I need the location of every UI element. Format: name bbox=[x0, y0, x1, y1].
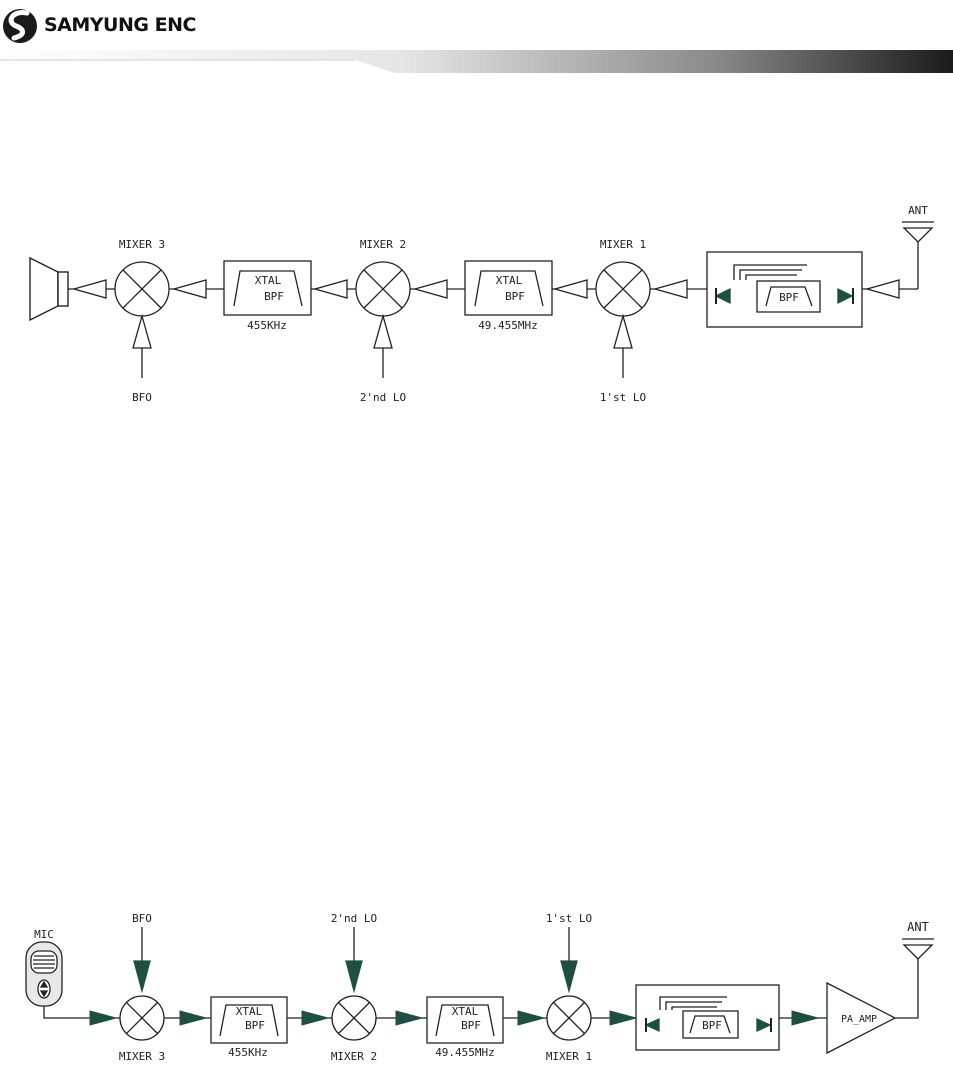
transmitter-diagram-svg: MIC ANT BFO 2'nd LO 1'st LO XTAL BPF XTA… bbox=[22, 905, 937, 1065]
rx-filter-top-label: XTAL bbox=[496, 274, 523, 287]
tx-filter-top-label: XTAL bbox=[236, 1005, 263, 1018]
transmitter-block-diagram: MIC ANT BFO 2'nd LO 1'st LO XTAL BPF XTA… bbox=[22, 905, 937, 1070]
rx-2nd-lo-label: 2'nd LO bbox=[360, 391, 406, 404]
tx-arrow bbox=[302, 1011, 328, 1025]
tx-arrow bbox=[180, 1011, 206, 1025]
tx-arrow bbox=[792, 1011, 818, 1025]
rx-mixer-2-label: MIXER 2 bbox=[360, 238, 406, 251]
rx-1st-lo-arrow bbox=[614, 316, 632, 348]
pa-amplifier-label: PA_AMP bbox=[841, 1014, 877, 1025]
rx-antenna-label: ANT bbox=[908, 204, 928, 217]
speaker-icon bbox=[30, 258, 68, 320]
tx-arrow bbox=[90, 1011, 116, 1025]
rx-freq-49455-label: 49.455MHz bbox=[478, 319, 538, 332]
header-graphic bbox=[0, 0, 953, 76]
rx-arrow bbox=[74, 280, 106, 298]
rx-1st-lo-label: 1'st LO bbox=[600, 391, 646, 404]
tx-2nd-lo-arrow bbox=[346, 961, 362, 991]
rx-xtal-filter-455 bbox=[224, 261, 311, 315]
tx-mixer-2 bbox=[332, 996, 376, 1040]
tx-freq-455-label: 455KHz bbox=[228, 1046, 268, 1059]
tx-front-end-module bbox=[636, 985, 779, 1050]
rx-mixer-3-label: MIXER 3 bbox=[119, 238, 165, 251]
tx-mixer-3-label: MIXER 3 bbox=[119, 1050, 165, 1063]
rx-arrow bbox=[867, 280, 899, 298]
rx-2nd-lo-arrow bbox=[374, 316, 392, 348]
tx-2nd-lo-label: 2'nd LO bbox=[331, 912, 377, 925]
rx-freq-455-label: 455KHz bbox=[247, 319, 287, 332]
tx-bfo-arrow bbox=[134, 961, 150, 991]
tx-mixer-1 bbox=[547, 996, 591, 1040]
tx-arrow bbox=[518, 1011, 544, 1025]
rx-front-end-module bbox=[707, 252, 862, 327]
tx-antenna-feed bbox=[895, 950, 918, 1018]
tx-freq-49455-label: 49.455MHz bbox=[435, 1046, 495, 1059]
tx-1st-lo-label: 1'st LO bbox=[546, 912, 592, 925]
samyung-logo-icon bbox=[3, 9, 37, 43]
header-gradient-bar bbox=[0, 50, 953, 73]
rx-filter-bottom-label: BPF bbox=[264, 290, 284, 303]
tx-filter-top-label: XTAL bbox=[452, 1005, 479, 1018]
tx-antenna-icon bbox=[902, 939, 934, 959]
tx-arrow bbox=[396, 1011, 422, 1025]
tx-antenna-label: ANT bbox=[907, 920, 929, 934]
rx-filter-top-label: XTAL bbox=[255, 274, 282, 287]
rx-mixer-2 bbox=[356, 262, 410, 316]
rx-xtal-filter-49455 bbox=[465, 261, 552, 315]
rx-mixer-3 bbox=[115, 262, 169, 316]
rx-bfo-label: BFO bbox=[132, 391, 152, 404]
tx-filter-bottom-label: BPF bbox=[461, 1019, 481, 1032]
receiver-block-diagram: ANT MIXER 3 MIXER 2 MIXER 1 XTAL BPF XTA… bbox=[22, 198, 937, 415]
rx-arrow bbox=[655, 280, 687, 298]
tx-filter-bottom-label: BPF bbox=[245, 1019, 265, 1032]
page-header: SAMYUNG ENC bbox=[0, 0, 953, 76]
rx-arrow bbox=[555, 280, 587, 298]
rx-bfo-arrow bbox=[133, 316, 151, 348]
tx-front-end-bpf-label: BPF bbox=[702, 1019, 722, 1032]
tx-bfo-label: BFO bbox=[132, 912, 152, 925]
rx-mixer-1 bbox=[596, 262, 650, 316]
tx-mixer-2-label: MIXER 2 bbox=[331, 1050, 377, 1063]
tx-arrow bbox=[610, 1011, 636, 1025]
rx-mixer-1-label: MIXER 1 bbox=[600, 238, 646, 251]
receiver-diagram-svg: ANT MIXER 3 MIXER 2 MIXER 1 XTAL BPF XTA… bbox=[22, 198, 937, 410]
rx-antenna-icon bbox=[902, 222, 934, 289]
tx-mic-label: MIC bbox=[34, 928, 54, 941]
rx-arrow bbox=[174, 280, 206, 298]
tx-mixer-3 bbox=[120, 996, 164, 1040]
tx-1st-lo-arrow bbox=[561, 961, 577, 991]
rx-arrow bbox=[415, 280, 447, 298]
company-name: SAMYUNG ENC bbox=[44, 14, 196, 36]
tx-mixer-1-label: MIXER 1 bbox=[546, 1050, 592, 1063]
rx-filter-bottom-label: BPF bbox=[505, 290, 525, 303]
rx-arrow bbox=[315, 280, 347, 298]
microphone-icon bbox=[26, 942, 62, 1006]
rx-front-end-bpf-label: BPF bbox=[779, 291, 799, 304]
